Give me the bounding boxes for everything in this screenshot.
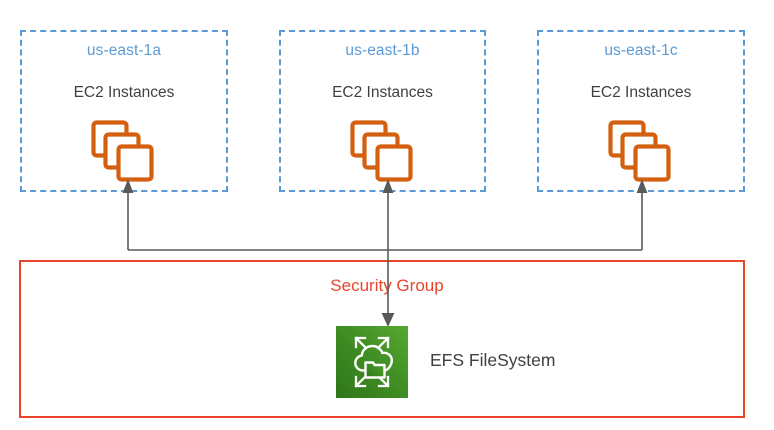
ec2-instances-icon (91, 120, 157, 182)
availability-zone-us-east-1b: us-east-1b EC2 Instances (279, 30, 486, 192)
efs-filesystem-icon (336, 326, 408, 398)
az-title-us-east-1c: us-east-1c (604, 42, 678, 59)
availability-zone-us-east-1a: us-east-1a EC2 Instances (20, 30, 228, 192)
az-resource-label-us-east-1b: EC2 Instances (332, 84, 433, 101)
security-group-label: Security Group (330, 276, 444, 295)
az-title-us-east-1b: us-east-1b (345, 42, 420, 59)
az-title-us-east-1a: us-east-1a (86, 42, 162, 59)
ec2-instances-icon (608, 120, 674, 182)
az-resource-label-us-east-1a: EC2 Instances (73, 84, 175, 101)
efs-filesystem-label: EFS FileSystem (430, 350, 556, 370)
security-group-box (19, 260, 745, 418)
az-resource-label-us-east-1c: EC2 Instances (590, 84, 692, 101)
availability-zone-us-east-1c: us-east-1c EC2 Instances (537, 30, 745, 192)
ec2-instances-icon (349, 120, 416, 182)
